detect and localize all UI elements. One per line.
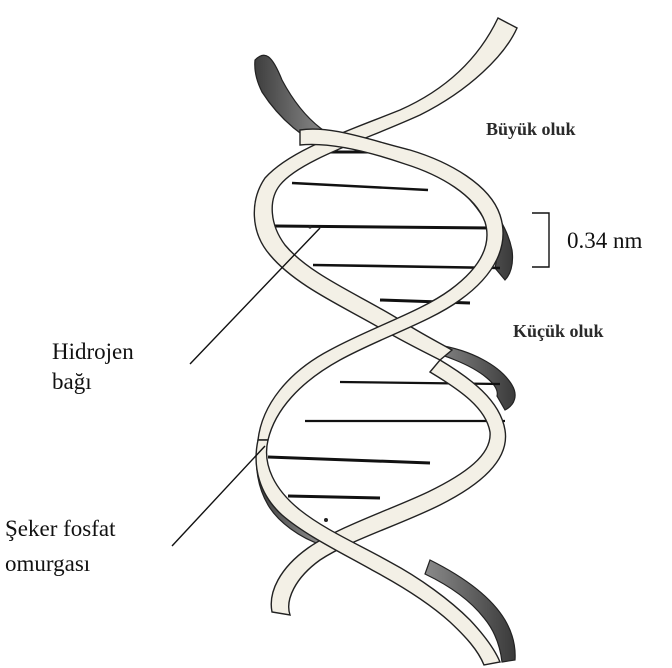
base-pair — [313, 265, 500, 268]
backbone-label-line1: Şeker fosfat — [5, 514, 116, 544]
major-groove-label: Büyük oluk — [486, 119, 576, 140]
spacing-label: 0.34 nm — [567, 226, 642, 256]
hydrogen-bond-label-line2: bağı — [52, 367, 92, 397]
phosphate-dot — [308, 225, 311, 228]
base-pair — [268, 457, 430, 463]
backbone-label-line2: omurgası — [5, 549, 90, 579]
base-pair — [288, 496, 380, 498]
phosphate-dot — [324, 518, 328, 522]
base-pair — [275, 226, 492, 228]
minor-groove-label: Küçük oluk — [513, 321, 604, 342]
spacing-bracket — [532, 213, 549, 267]
base-pair — [340, 382, 500, 384]
hydrogen-bond-pointer — [190, 228, 320, 364]
base-pair — [292, 183, 428, 190]
backbone-pointer — [172, 446, 265, 546]
hydrogen-bond-label-line1: Hidrojen — [52, 337, 134, 367]
